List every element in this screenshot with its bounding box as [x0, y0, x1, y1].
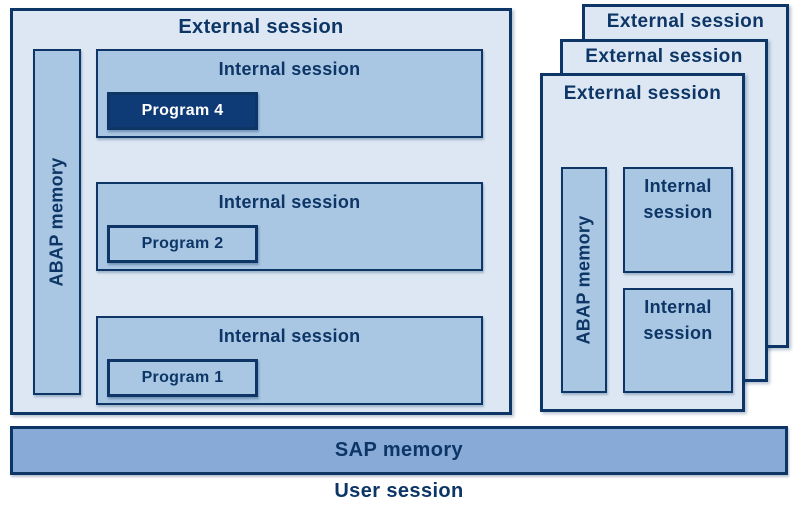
- internal-session-box-2: Internal session Program 2: [96, 182, 483, 271]
- external-session-title: External session: [563, 83, 722, 104]
- internal-session-title: Internal session: [643, 297, 713, 343]
- sap-memory-label: SAP memory: [334, 439, 464, 461]
- internal-session-title: Internal session: [643, 176, 713, 222]
- program-2-label: Program 2: [141, 235, 224, 252]
- external-session-title: External session: [606, 11, 765, 32]
- program-1-label: Program 1: [141, 369, 224, 386]
- external-session-box-main: External session ABAP memory Internal se…: [10, 8, 512, 415]
- abap-memory-bar: ABAP memory: [561, 167, 607, 393]
- external-session-title: External session: [585, 46, 743, 67]
- internal-session-box-4: Internal session: [623, 167, 733, 273]
- sap-memory-bar: SAP memory: [10, 426, 788, 475]
- abap-memory-label: ABAP memory: [46, 157, 67, 287]
- internal-session-title: Internal session: [218, 192, 361, 212]
- internal-session-box-5: Internal session: [623, 288, 733, 393]
- abap-memory-bar: ABAP memory: [33, 49, 81, 395]
- program-2-box: Program 2: [107, 225, 258, 263]
- internal-session-title: Internal session: [218, 326, 361, 346]
- user-session-label: User session: [334, 480, 464, 502]
- program-4-label: Program 4: [141, 102, 224, 119]
- external-session-title: External session: [178, 16, 344, 38]
- internal-session-box-3: Internal session Program 1: [96, 316, 483, 405]
- internal-session-box-1: Internal session Program 4: [96, 49, 483, 138]
- internal-session-title: Internal session: [218, 59, 361, 79]
- program-4-box: Program 4: [107, 92, 258, 130]
- program-1-box: Program 1: [107, 359, 258, 397]
- abap-memory-label: ABAP memory: [573, 215, 594, 345]
- external-session-box-front: External session ABAP memory Internal se…: [540, 73, 745, 412]
